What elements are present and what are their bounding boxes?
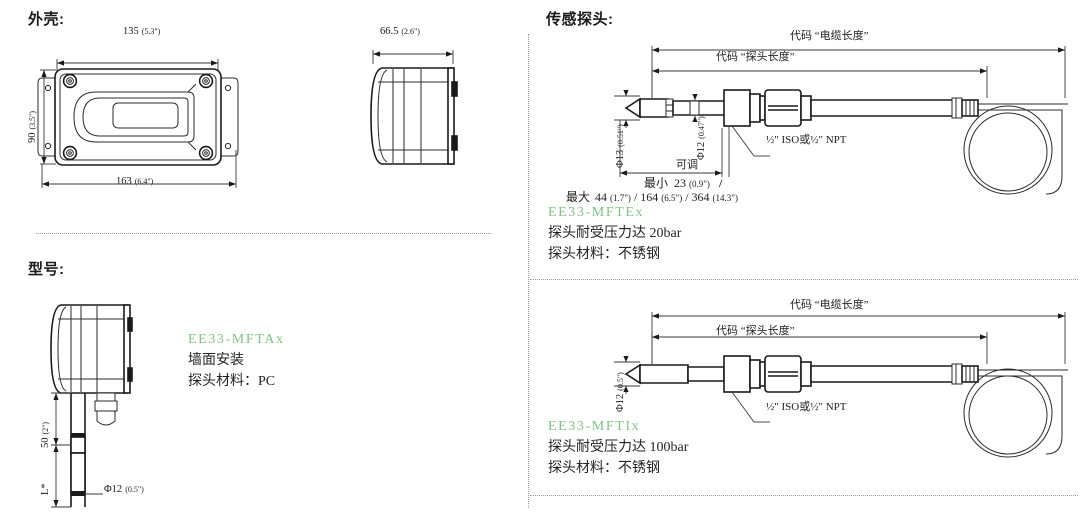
probe1-max-v1: 44 — [595, 190, 608, 204]
probe-variant-divider — [530, 279, 1078, 280]
probe1-probe-length-label: 代码 “探头长度” — [716, 51, 795, 63]
probe1-max-dimension: 最大 44(1.7") / 164(6.5") / 364(14.3") — [566, 188, 738, 205]
probe1-max-v3: 364 — [691, 190, 710, 204]
probe-heading: 传感探头: — [546, 11, 614, 28]
housing-top-dim-inch: (5.3") — [141, 27, 161, 36]
probe2-drawing — [614, 312, 1068, 458]
housing-bottom-dimension-label: 163(6.4") — [116, 176, 153, 188]
probe2-pressure-label: 探头耐受压力达 100bar — [548, 440, 689, 455]
model-diameter-inch: (0.5") — [125, 485, 144, 494]
probe1-code-label: EE33-MFTEx — [548, 205, 645, 220]
column-divider — [528, 34, 529, 508]
housing-model-divider — [36, 233, 491, 234]
housing-bottom-dim-inch: (6.4") — [134, 177, 154, 186]
probe1-sep2: / — [685, 190, 689, 204]
probe1-drawing — [614, 46, 1068, 195]
probe1-cable-length-label: 代码 “电缆长度” — [790, 30, 869, 42]
housing-side-view-drawing — [370, 50, 458, 165]
model-material-label: 探头材料：PC — [188, 374, 276, 389]
housing-front-view-drawing — [37, 59, 239, 188]
housing-side-dim-inch: (2.6") — [401, 27, 420, 36]
housing-top-dimension-label: 135(5.3") — [123, 26, 160, 38]
probe1-min-value: 23 — [674, 176, 687, 190]
probe2-thread-label: ½" ISO或½" NPT — [766, 401, 847, 413]
probe1-min-dimension: 最小 23(0.9") / — [644, 174, 722, 191]
probe1-text-block: EE33-MFTEx 探头耐受压力达 20bar 探头材料：不锈钢 — [548, 203, 681, 265]
probe2-code-label: EE33-MFTIx — [548, 419, 641, 434]
probe2-probe-length-label: 代码 “探头长度” — [716, 325, 795, 337]
model-diameter-label: Φ12(0.5") — [104, 484, 144, 496]
probe1-slash: / — [718, 176, 723, 190]
model-diameter-value: Φ12 — [104, 484, 123, 495]
model-text-block: EE33-MFTAx 墙面安装 探头材料：PC — [188, 330, 285, 392]
model-device-drawing — [50, 304, 133, 508]
housing-top-dim-value: 135 — [123, 26, 139, 37]
probe1-min-label: 最小 — [644, 176, 669, 190]
probe1-sep1: / — [633, 190, 638, 204]
housing-bottom-dim-value: 163 — [116, 176, 132, 187]
probe1-pressure-label: 探头耐受压力达 20bar — [548, 226, 682, 241]
probe1-min-inch: (0.9") — [689, 179, 710, 189]
housing-side-dimension-label: 66.5(2.6") — [380, 26, 420, 38]
probe2-text-block: EE33-MFTIx 探头耐受压力达 100bar 探头材料：不锈钢 — [548, 417, 688, 479]
probe1-max-i1: (1.7") — [610, 193, 631, 203]
model-heading: 型号: — [28, 261, 65, 278]
probe2-material-label: 探头材料：不锈钢 — [548, 461, 660, 476]
housing-heading: 外壳: — [28, 11, 65, 28]
probe1-thread-label: ½" ISO或½" NPT — [766, 134, 847, 146]
probe-bottom-divider — [530, 495, 1078, 496]
probe1-max-i2: (6.5") — [661, 193, 683, 203]
probe2-cable-length-label: 代码 “电缆长度” — [790, 299, 869, 311]
probe1-max-label: 最大 — [566, 190, 591, 204]
model-mounting-label: 墙面安装 — [188, 353, 244, 368]
model-code-label: EE33-MFTAx — [188, 332, 285, 347]
housing-side-dim-value: 66.5 — [380, 26, 399, 37]
probe1-max-i3: (14.3") — [712, 193, 738, 203]
probe1-material-label: 探头材料：不锈钢 — [548, 247, 660, 262]
probe1-max-v2: 164 — [640, 190, 659, 204]
probe1-adjustable-label: 可调 — [676, 159, 698, 171]
